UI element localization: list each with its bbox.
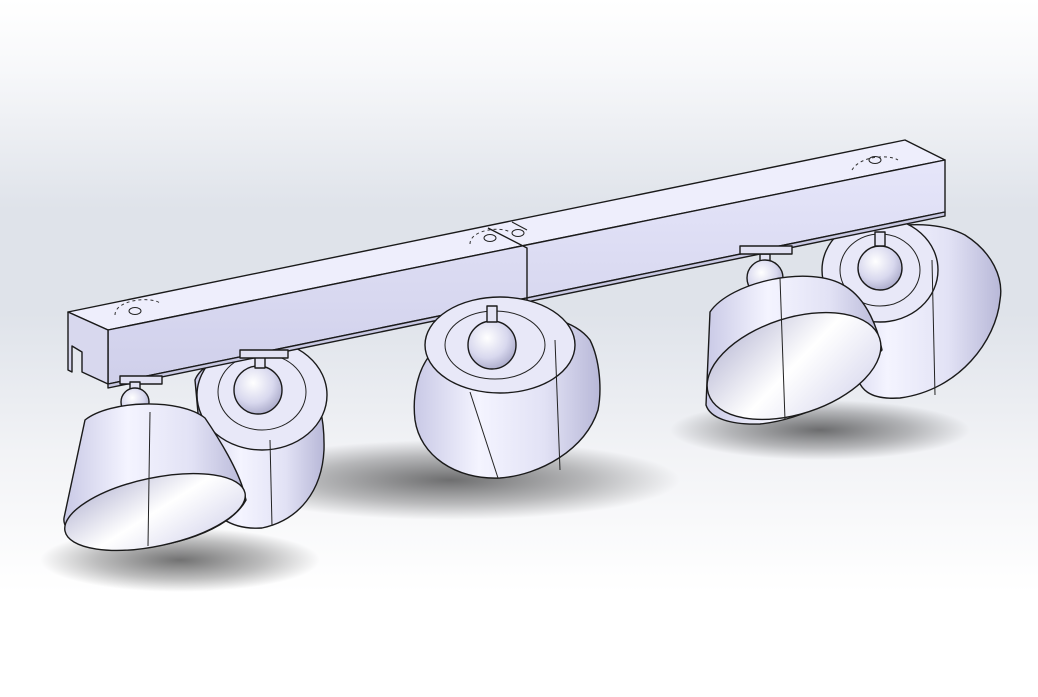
mounting-hole-center [469, 228, 525, 245]
spotlight-3[interactable] [413, 296, 601, 479]
mounting-hole-right [851, 156, 899, 171]
mounting-hole-left [114, 299, 161, 316]
spotlight-4[interactable] [694, 253, 895, 439]
spotlight-1[interactable] [58, 381, 252, 564]
